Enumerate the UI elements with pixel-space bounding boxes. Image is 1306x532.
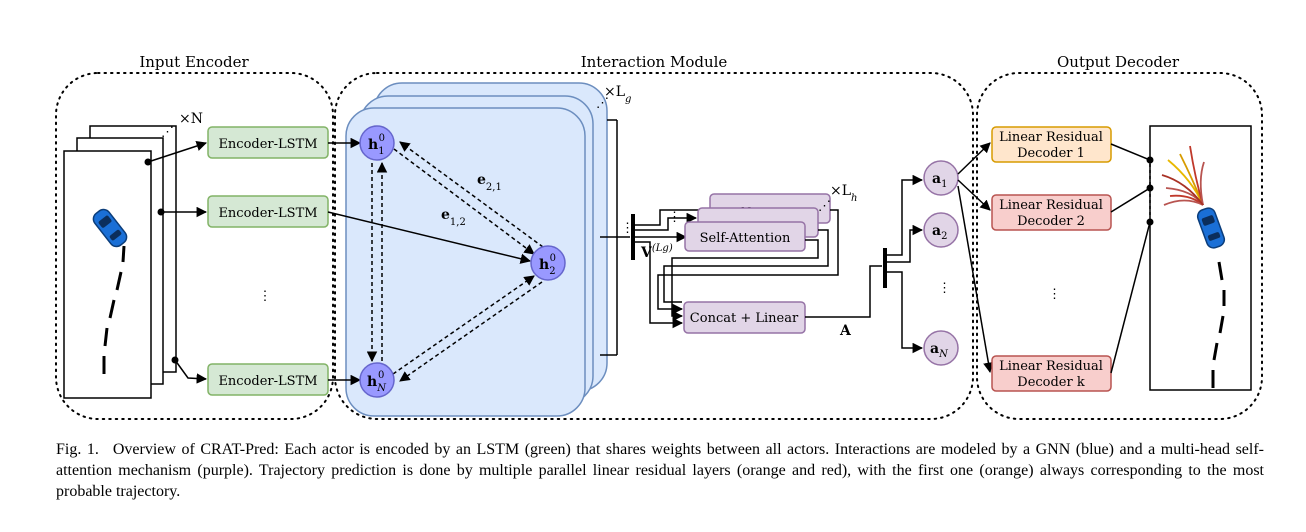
decoder-1-line2: Decoder 1 [1017, 146, 1085, 161]
actor-node-a1-label: a1 [932, 171, 947, 190]
gnn-output-bar [631, 214, 635, 260]
encoder-vertical-ellipsis: ⋮ [259, 289, 272, 304]
caption-text: Overview of CRAT-Pred: Each actor is enc… [56, 441, 1265, 500]
node-hN-label: hN0 [367, 370, 387, 394]
figure-caption: Fig. 1.Overview of CRAT-Pred: Each actor… [56, 439, 1264, 502]
past-trajectory-output [1211, 261, 1226, 388]
actor-node-a2 [923, 212, 959, 248]
node-h2-label: h20 [539, 253, 556, 277]
node-hN [359, 362, 395, 398]
attention-repeat-label: ×Lh [830, 183, 857, 204]
actor-vertical-ellipsis: ⋮ [938, 281, 951, 296]
node-h2 [530, 245, 566, 281]
input-encoder-title: Input Encoder [139, 53, 249, 71]
encoder-lstm-label-1: Encoder-LSTM [218, 137, 317, 152]
decoder-k-line1: Linear Residual [999, 359, 1103, 374]
diagram-canvas: Input Encoder Interaction Module Output … [55, 53, 1263, 420]
actor-node-aN-label: aN [930, 341, 949, 360]
frame-stack-ellipsis: ⋰ [161, 125, 174, 140]
gnn-out-ellipsis: ⋮ [621, 221, 634, 236]
past-trajectory-input [102, 245, 126, 374]
edge-label-1-2: e1,2 [441, 207, 466, 228]
actor-node-a2-label: a2 [932, 223, 947, 242]
encoder-lstm-label-2: Encoder-LSTM [218, 206, 317, 221]
output-decoder-title: Output Decoder [1057, 53, 1180, 71]
decoder-k-line2: Decoder k [1017, 375, 1085, 390]
output-decoder-container [976, 72, 1263, 420]
decoder-vertical-ellipsis: ⋮ [1048, 287, 1061, 302]
decoder-1-line1: Linear Residual [999, 130, 1103, 145]
self-attention-head-front [684, 221, 806, 252]
scene-frame-front [63, 150, 152, 399]
attention-output-bar [883, 248, 887, 288]
decoder-box-k [991, 355, 1112, 392]
self-attention-label-front: Self-Attention [700, 231, 791, 246]
car-icon-input [92, 208, 128, 248]
gnn-layer-front [345, 107, 586, 417]
edge-label-2-1: e2,1 [477, 172, 502, 193]
attention-output-label: A [839, 323, 852, 339]
input-encoder-container [55, 72, 334, 420]
node-h1 [359, 125, 395, 161]
interaction-module-title: Interaction Module [581, 53, 728, 71]
predicted-trajectories [1161, 145, 1205, 206]
encoder-lstm-box-2 [207, 195, 329, 228]
concat-linear-label: Concat + Linear [690, 311, 799, 326]
decoder-2-line2: Decoder 2 [1017, 214, 1085, 229]
interaction-module-container [334, 72, 974, 420]
gnn-repeat-label: ×Lg [604, 84, 631, 105]
caption-label: Fig. 1. [56, 441, 99, 458]
attn-in-ellipsis: ⋮ [668, 210, 681, 225]
actor-node-a1 [923, 160, 959, 196]
gnn-output-label: V(Lg) [640, 243, 673, 261]
car-icon-output [1196, 207, 1226, 249]
gnn-stack-ellipsis: ⋰ [596, 96, 609, 111]
encoder-repeat-label: ×N [179, 111, 203, 127]
actor-node-aN [923, 330, 959, 366]
decoder-box-2 [991, 194, 1112, 231]
decoder-2-line1: Linear Residual [999, 198, 1103, 213]
attn-stack-ellipsis: ⋰ [818, 199, 831, 214]
output-scene-frame [1149, 125, 1252, 391]
node-h1-label: h10 [368, 133, 385, 157]
encoder-lstm-label-3: Encoder-LSTM [218, 374, 317, 389]
